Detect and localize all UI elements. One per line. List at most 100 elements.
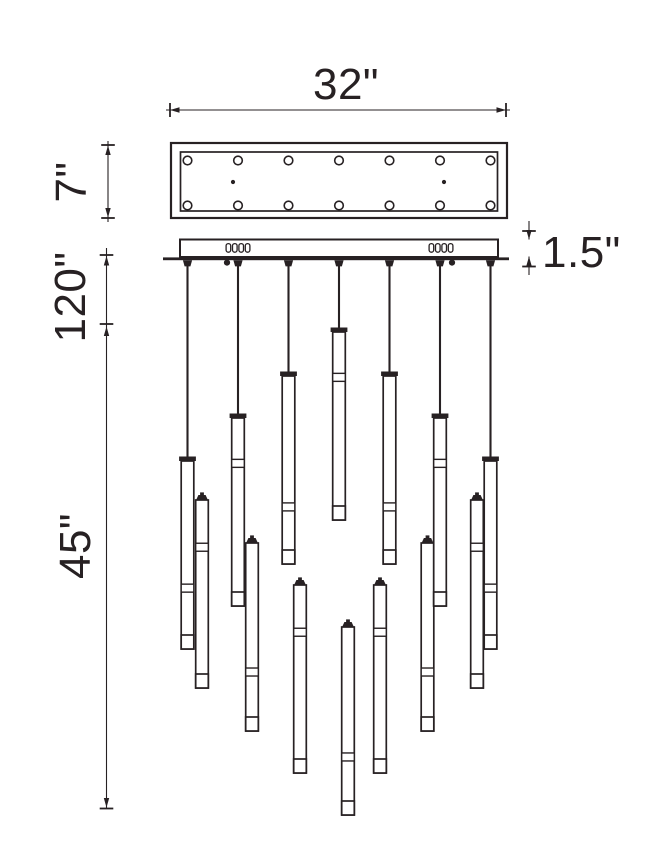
tube-band: [180, 583, 195, 593]
tube-band: [332, 372, 347, 383]
tube-cap-finial: [200, 492, 204, 496]
tube-cap-finial: [378, 577, 382, 581]
pendant-back-2: [244, 535, 260, 732]
tube-top-plate: [179, 456, 196, 461]
tube-top-plate: [381, 371, 398, 376]
mounting-hole: [485, 200, 496, 211]
screw-dot: [223, 259, 231, 266]
tube-body: [281, 375, 296, 565]
tube-band: [433, 458, 448, 469]
dim-label-fixture-height: 45": [51, 513, 100, 579]
mounting-plate: [163, 257, 509, 261]
mounting-hole: [182, 155, 193, 166]
tube-end-cap: [180, 634, 195, 650]
pendant-front-6: [431, 260, 449, 607]
tube-band: [470, 542, 485, 552]
tube-end-cap: [432, 591, 448, 607]
tube-body: [292, 584, 308, 774]
dim-arrow: [526, 230, 532, 240]
pendant-back-6: [420, 535, 435, 732]
mounting-hole: [384, 200, 395, 211]
tube-top-plate: [280, 371, 297, 376]
tube-band: [194, 542, 209, 552]
screw-dot: [448, 259, 456, 266]
tube-body: [331, 331, 347, 521]
dim-arrow: [105, 145, 111, 155]
vent-slot: [428, 242, 435, 253]
cable-connector: [334, 260, 344, 267]
tube-end-cap: [340, 800, 356, 816]
tube-body: [372, 584, 388, 774]
tube-band: [281, 502, 296, 512]
canopy-body: [179, 238, 499, 258]
pendant-front-4: [330, 260, 348, 521]
tube-band: [244, 667, 259, 677]
mounting-hole: [232, 200, 244, 211]
tube-body: [469, 499, 485, 689]
vent-slot: [238, 242, 245, 253]
mounting-hole: [485, 155, 496, 166]
pendant-back-3: [292, 577, 308, 774]
mounting-hole: [232, 155, 244, 166]
vent-slot: [225, 242, 232, 253]
tube-band: [293, 627, 308, 637]
cable-connector: [384, 260, 395, 267]
pendant-back-5: [372, 577, 388, 774]
tube-cap-finial: [246, 538, 258, 543]
tube-body: [180, 460, 195, 650]
dim-label-canopy-width: 32": [313, 60, 379, 109]
tube-body: [194, 499, 210, 689]
tube-cap-finial: [196, 495, 208, 500]
tube-band: [341, 752, 356, 762]
mounting-hole: [182, 200, 193, 211]
tube-cap-finial: [421, 538, 434, 543]
mounting-hole: [434, 155, 446, 166]
dim-thickness: [522, 221, 536, 275]
vent-slot: [434, 242, 441, 253]
cable-connector: [182, 260, 193, 267]
tube-body: [244, 542, 260, 732]
tube-body: [420, 542, 435, 732]
pendant-front-2: [229, 260, 247, 607]
pendant-front-1: [179, 260, 196, 650]
pendant-front-3: [280, 260, 297, 565]
dim-label-canopy-depth: 7": [47, 161, 96, 202]
vent-slot: [244, 242, 251, 253]
dim-width: [166, 103, 510, 117]
vent-slot: [441, 242, 448, 253]
tube-cap-finial: [298, 577, 302, 581]
top-view: [169, 141, 509, 220]
cable-connector: [283, 260, 294, 267]
tube-end-cap: [244, 716, 260, 732]
mounting-hole: [384, 155, 395, 166]
mounting-hole: [283, 200, 294, 211]
pendant-back-7: [469, 492, 485, 689]
tube-end-cap: [281, 549, 296, 565]
mounting-hole: [333, 155, 345, 166]
tube-cap-finial: [346, 619, 350, 623]
mounting-hole: [333, 200, 345, 211]
dim-depth: [101, 141, 115, 222]
dim-arrow: [103, 798, 110, 808]
pilot-hole: [230, 179, 236, 185]
pilot-hole: [441, 179, 447, 185]
tube-cap-finial: [475, 492, 479, 496]
tube-top-plate: [482, 456, 499, 461]
vent-slot: [231, 242, 238, 253]
tube-cap-finial: [425, 535, 430, 539]
tube-end-cap: [483, 634, 498, 650]
tube-body: [340, 626, 356, 816]
tube-top-plate: [431, 413, 449, 418]
tube-end-cap: [194, 673, 210, 689]
pendant-front-5: [381, 260, 398, 565]
dim-arrow: [103, 256, 110, 266]
tube-end-cap: [420, 716, 435, 732]
tube-end-cap: [469, 673, 485, 689]
pendant-back-4: [340, 619, 356, 816]
mounting-hole: [434, 200, 446, 211]
tube-cap-finial: [294, 580, 306, 585]
tube-band: [420, 667, 435, 677]
tube-end-cap: [372, 758, 388, 774]
